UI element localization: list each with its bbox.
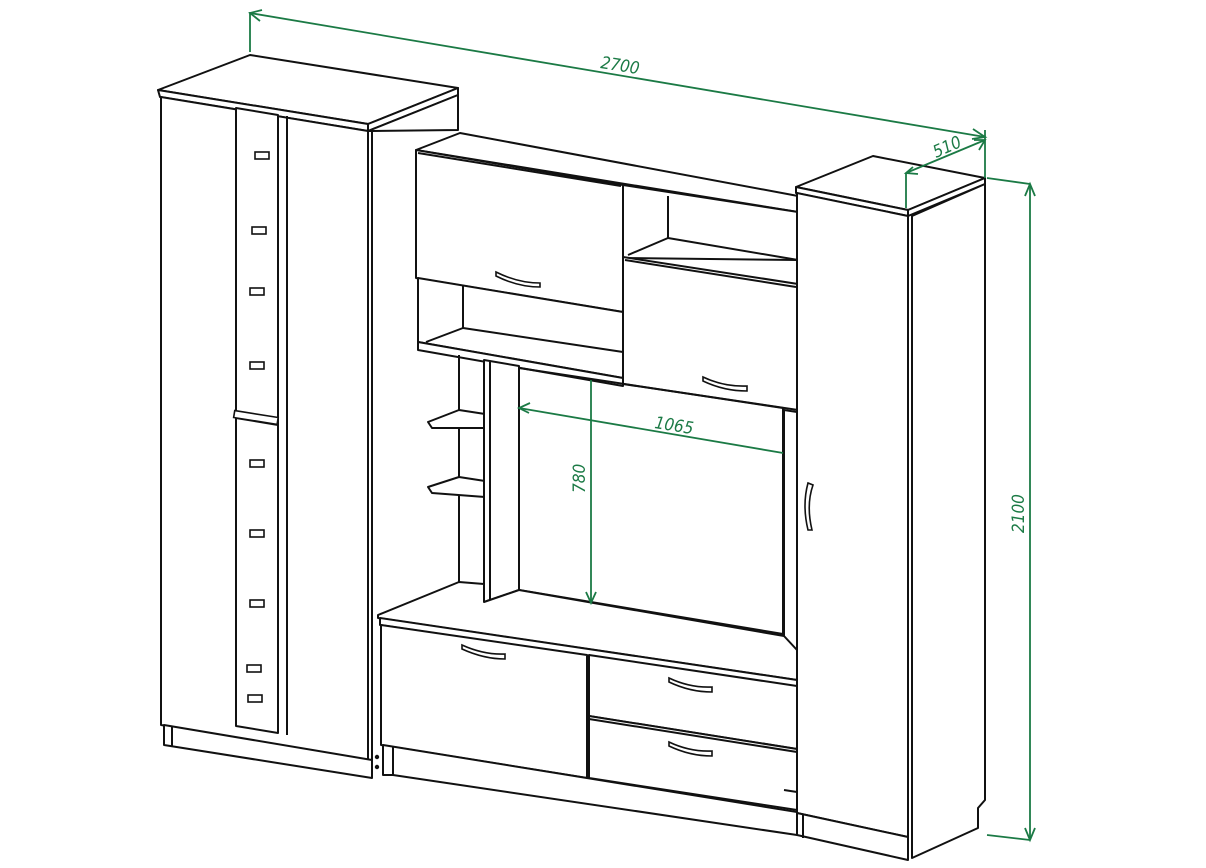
dimension-depth [905, 139, 986, 174]
handle-icon [495, 270, 541, 288]
arrow-icon [971, 128, 988, 140]
handle-icon [668, 676, 713, 693]
right-tower [783, 155, 986, 861]
cutout-handle-icon [247, 694, 263, 703]
cutout-handle-icon [249, 529, 265, 538]
cutout-handle-icon [249, 287, 265, 296]
base-cabinet [379, 617, 798, 836]
cutout-handle-icon [246, 664, 262, 673]
side-shelf [427, 476, 486, 498]
arrow-icon [248, 9, 263, 22]
arrow-icon [585, 591, 597, 606]
cutout-handle-icon [249, 459, 265, 468]
dimension-lines [248, 9, 1036, 843]
label-overall-height: 2100 [1009, 494, 1029, 533]
tv-niche-section [377, 355, 798, 681]
right-tower-plinth [796, 812, 909, 861]
handle-icon [668, 740, 713, 757]
right-tower-side [911, 183, 986, 859]
arrow-icon [974, 139, 987, 151]
label-niche-height: 780 [570, 464, 590, 493]
cutout-handle-icon [249, 599, 265, 608]
cutout-handle-icon [254, 151, 270, 160]
label-overall-width: 2700 [599, 53, 641, 79]
base-plinth [382, 744, 798, 836]
door-handle-icon [804, 481, 815, 531]
arrow-icon [516, 402, 531, 414]
arrow-icon [1024, 181, 1036, 197]
side-shelf [427, 409, 486, 429]
bar-handle-icon [232, 409, 280, 426]
label-depth: 510 [930, 132, 965, 162]
dimension-overall-width [249, 12, 986, 138]
handle-icon [461, 643, 506, 660]
dimension-niche-width [518, 407, 784, 454]
left-tower-plinth [163, 724, 373, 779]
cutout-handles [246, 151, 270, 703]
cutout-handle-icon [249, 361, 265, 370]
center-upper-unit [415, 132, 799, 411]
label-niche-width: 1065 [653, 413, 695, 439]
handle-icon [702, 375, 748, 392]
right-tower-door[interactable] [796, 192, 909, 838]
cutout-handle-icon [251, 226, 267, 235]
left-tower [157, 54, 459, 779]
